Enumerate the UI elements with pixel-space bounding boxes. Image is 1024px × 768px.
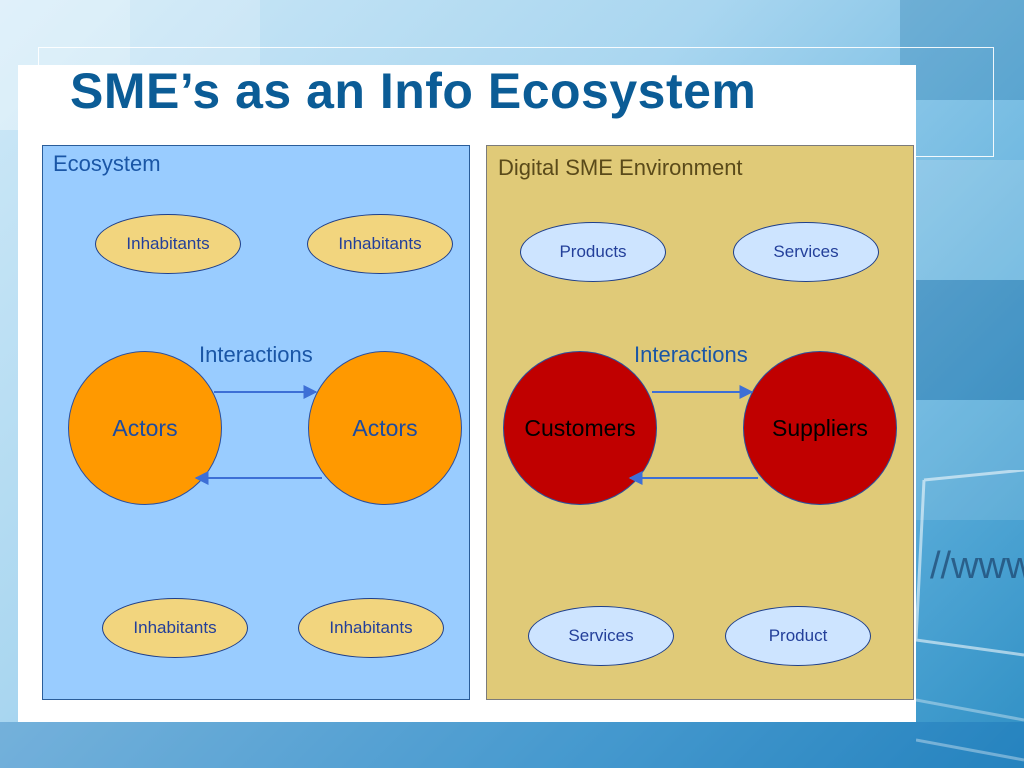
- inhabitants-oval: Inhabitants: [307, 214, 453, 274]
- computer-icon: //www: [916, 470, 1024, 762]
- interactions-label: Interactions: [199, 342, 313, 367]
- actor-circle: Actors: [68, 351, 222, 505]
- services-oval: Services: [528, 606, 674, 666]
- product-oval: Product: [725, 606, 871, 666]
- inhabitants-oval: Inhabitants: [298, 598, 444, 658]
- services-oval: Services: [733, 222, 879, 282]
- inhabitants-oval: Inhabitants: [102, 598, 248, 658]
- sme-environment-panel: Digital SME Environment Products Service…: [486, 145, 914, 700]
- interactions-label: Interactions: [634, 342, 748, 367]
- ecosystem-label: Ecosystem: [53, 151, 161, 176]
- slide-title: SME’s as an Info Ecosystem: [70, 63, 757, 119]
- sme-environment-label: Digital SME Environment: [498, 155, 743, 180]
- actor-circle: Actors: [308, 351, 462, 505]
- customers-circle: Customers: [503, 351, 657, 505]
- suppliers-circle: Suppliers: [743, 351, 897, 505]
- svg-text://www: //www: [930, 545, 1024, 587]
- products-oval: Products: [520, 222, 666, 282]
- ecosystem-panel: Ecosystem Inhabitants Inhabitants Intera…: [42, 145, 470, 700]
- inhabitants-oval: Inhabitants: [95, 214, 241, 274]
